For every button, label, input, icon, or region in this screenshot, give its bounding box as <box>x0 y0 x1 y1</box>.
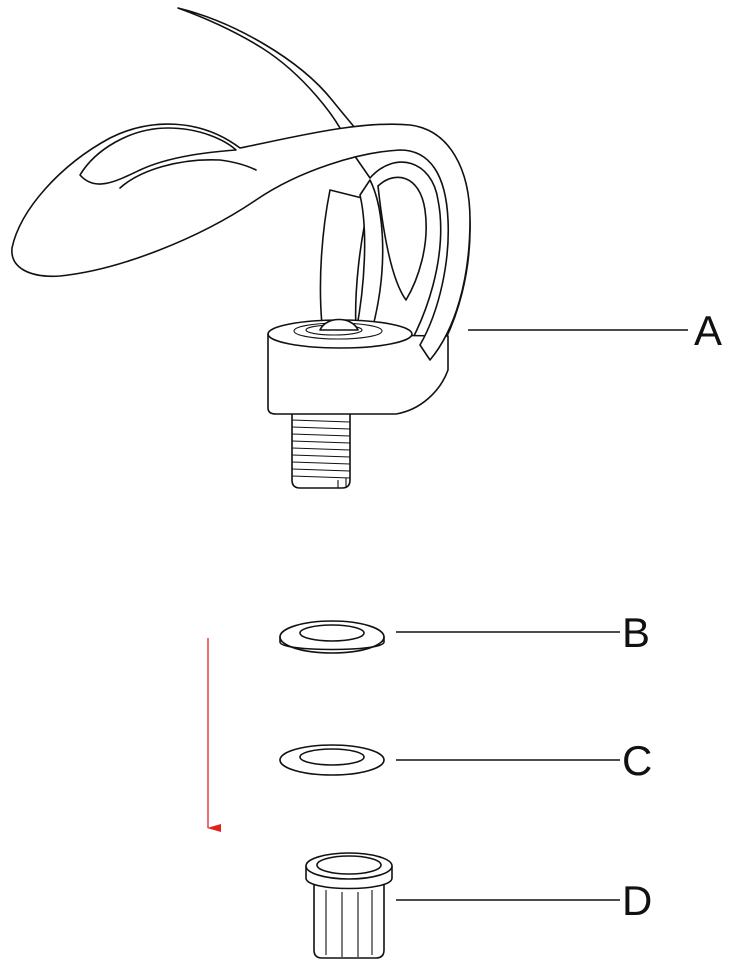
part-c-gasket <box>279 744 385 776</box>
label-b: B <box>622 609 650 656</box>
label-a: A <box>694 307 722 354</box>
part-d-mounting-nut <box>305 852 393 959</box>
base-collar <box>267 318 449 415</box>
part-a-faucet-spout <box>11 7 471 489</box>
threaded-shank <box>291 411 351 489</box>
label-d: D <box>622 877 652 924</box>
label-c: C <box>622 737 652 784</box>
part-b-washer <box>279 620 385 654</box>
bowl-inner-rim <box>79 127 237 185</box>
